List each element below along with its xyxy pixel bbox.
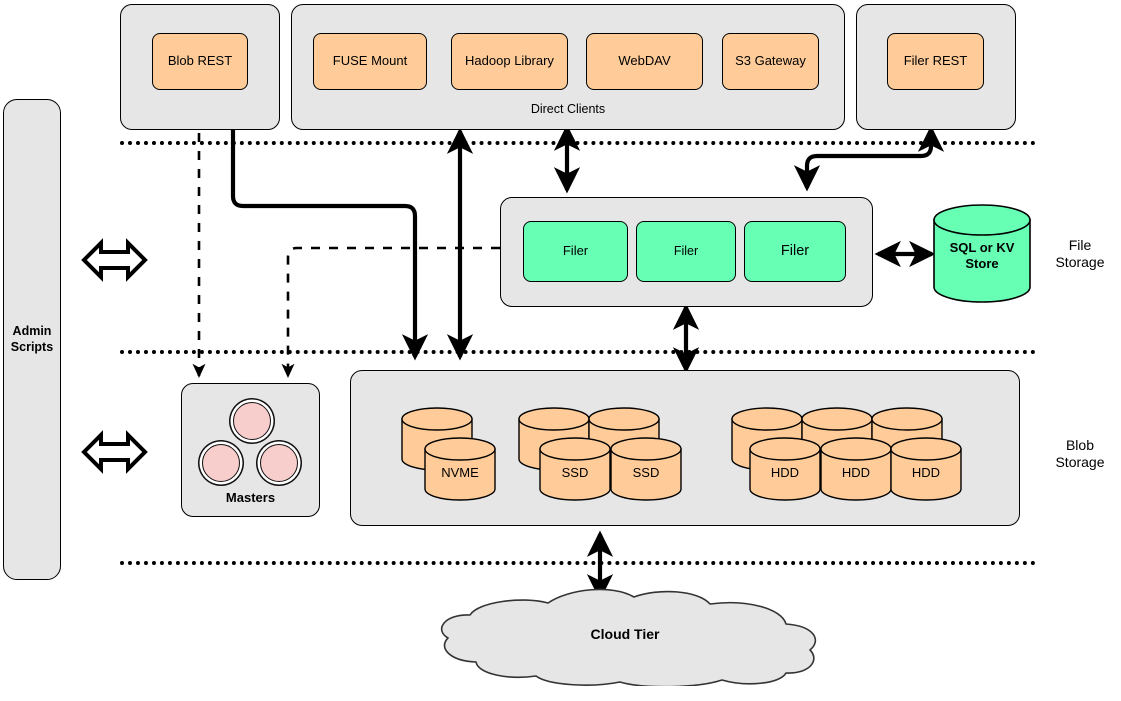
client-node-filer-rest[interactable]: Filer REST: [887, 33, 984, 90]
client-node-s3-gateway[interactable]: S3 Gateway: [722, 33, 819, 90]
master-node-3: [260, 444, 298, 482]
client-node-label: Hadoop Library: [465, 53, 554, 69]
volume-disk-hdd-1[interactable]: HDD: [749, 437, 821, 501]
admin-file-arrow: [81, 238, 148, 282]
client-node-label: WebDAV: [618, 53, 671, 69]
tier-label-blob-storage: Blob Storage: [1055, 436, 1105, 471]
filer-node-label: Filer: [673, 244, 699, 259]
tier-separator-blob-cloud: [120, 561, 1036, 565]
client-node-label: FUSE Mount: [332, 53, 408, 69]
client-node-blob-rest[interactable]: Blob REST: [152, 33, 248, 90]
tier-separator-clients-file: [120, 141, 1036, 145]
client-node-label: S3 Gateway: [735, 53, 806, 69]
filer-node-label: Filer: [562, 243, 589, 259]
volume-disk-ssd-2[interactable]: SSD: [610, 437, 682, 501]
volume-disk-label: HDD: [770, 465, 800, 480]
cloud-tier-label: Cloud Tier: [590, 626, 660, 643]
filer-node-label: Filer: [780, 243, 810, 260]
admin-scripts-panel[interactable]: Admin Scripts: [3, 99, 61, 580]
master-node-1: [233, 402, 271, 440]
admin-blob-arrow: [81, 430, 148, 474]
admin-scripts-label: Admin Scripts: [10, 323, 54, 354]
volume-disk-hdd-2[interactable]: HDD: [820, 437, 892, 501]
client-node-fuse-mount[interactable]: FUSE Mount: [313, 33, 427, 90]
volume-disk-ssd-1[interactable]: SSD: [539, 437, 611, 501]
client-node-hadoop-library[interactable]: Hadoop Library: [451, 33, 568, 90]
tier-separator-file-blob: [120, 350, 1036, 354]
master-node-2: [202, 444, 240, 482]
tier-label-file-storage: File Storage: [1055, 236, 1105, 271]
volume-disk-hdd-3[interactable]: HDD: [890, 437, 962, 501]
client-node-label: Filer REST: [903, 53, 968, 69]
volume-disk-label: NVME: [441, 465, 479, 480]
volume-disk-label: SSD: [561, 465, 589, 480]
filer-node-1[interactable]: Filer: [523, 221, 628, 282]
masters-group[interactable]: Masters: [181, 383, 320, 517]
volume-disk-nvme[interactable]: NVME: [424, 437, 496, 501]
volume-disk-label: SSD: [632, 465, 660, 480]
client-node-label: Blob REST: [167, 53, 233, 69]
cloud-tier-shape[interactable]: Cloud Tier: [430, 588, 820, 688]
masters-label: Masters: [225, 489, 276, 505]
metadata-store-label: SQL or KV Store: [949, 240, 1015, 272]
filer-node-3[interactable]: Filer: [744, 221, 846, 282]
volume-disk-label: HDD: [911, 465, 941, 480]
client-node-webdav[interactable]: WebDAV: [586, 33, 703, 90]
volume-disk-label: HDD: [841, 465, 871, 480]
direct-clients-caption: Direct Clients: [530, 102, 606, 117]
metadata-store-cylinder[interactable]: SQL or KV Store: [933, 204, 1031, 303]
filer-node-2[interactable]: Filer: [636, 221, 736, 282]
